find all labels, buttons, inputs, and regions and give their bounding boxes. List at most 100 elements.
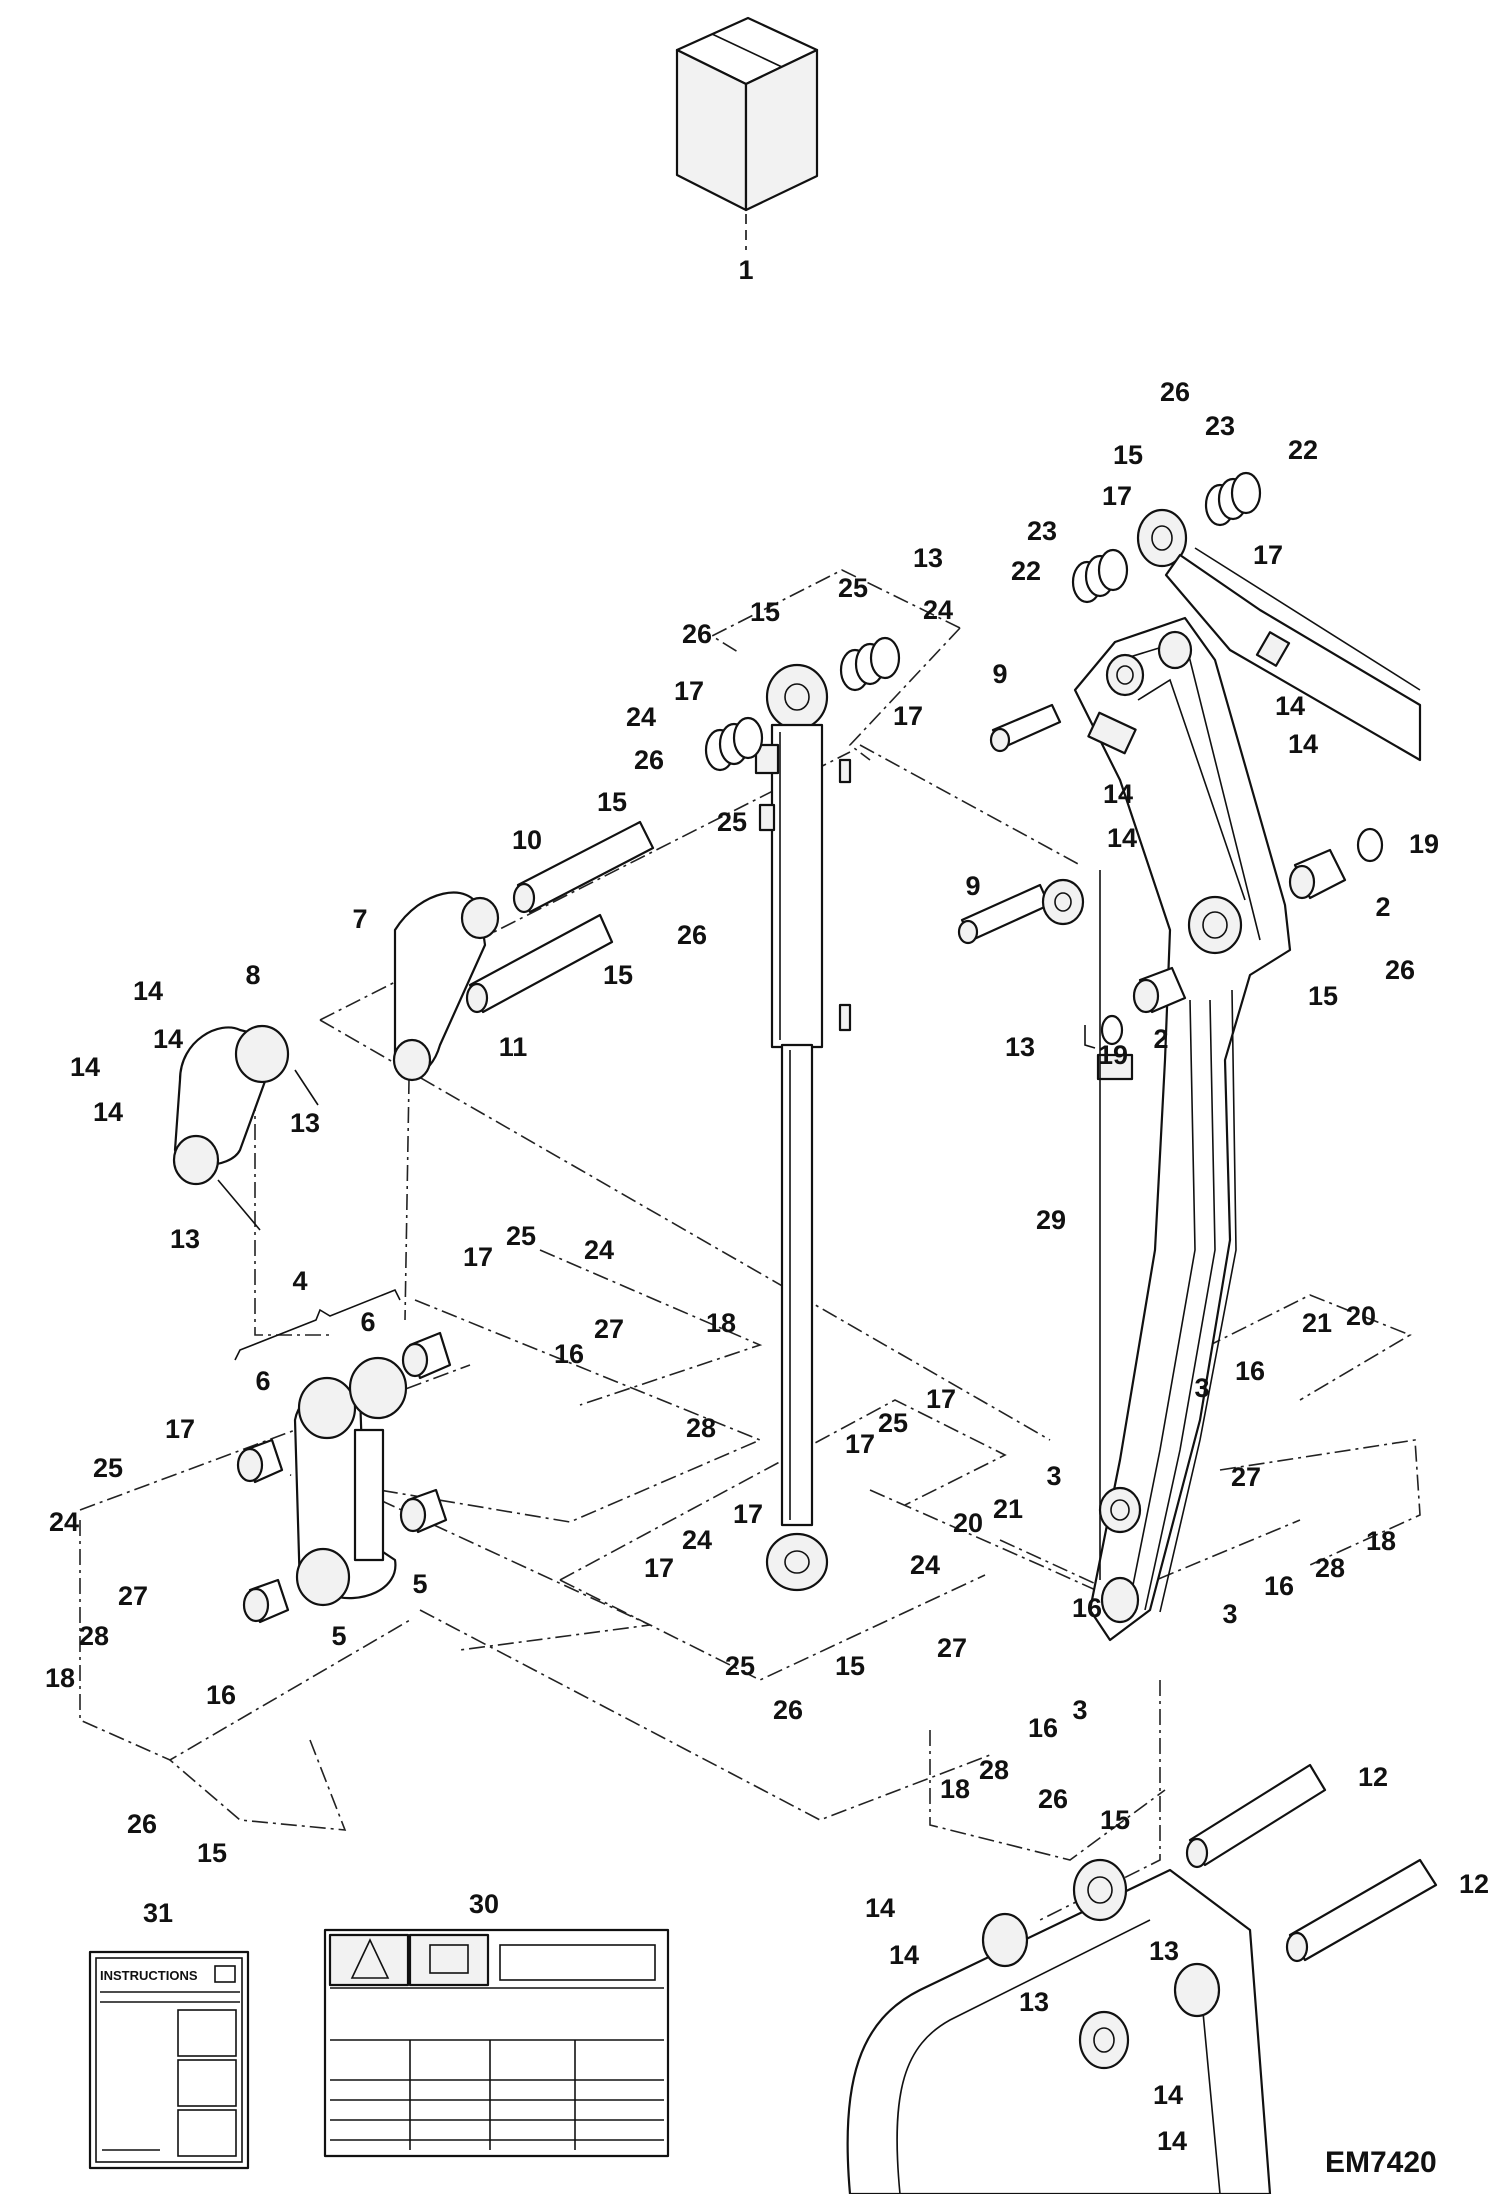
callout-23: 23 (1027, 516, 1057, 546)
callout-17: 17 (733, 1499, 763, 1529)
callout-26: 26 (682, 619, 712, 649)
callout-17: 17 (165, 1414, 195, 1444)
callout-13: 13 (913, 543, 943, 573)
callout-16: 16 (1072, 1593, 1102, 1623)
safety-decal (323, 1928, 670, 2158)
callout-24: 24 (910, 1550, 940, 1580)
callout-14: 14 (1288, 729, 1318, 759)
callout-21: 21 (1302, 1308, 1332, 1338)
callout-25: 25 (717, 807, 747, 837)
callout-5: 5 (331, 1621, 346, 1651)
callout-15: 15 (750, 597, 780, 627)
arm (1073, 616, 1292, 1642)
callout-25: 25 (838, 573, 868, 603)
callout-28: 28 (979, 1755, 1009, 1785)
callout-2: 2 (1375, 892, 1390, 922)
bucket-pins-12 (1185, 1763, 1438, 1963)
callout-3: 3 (1046, 1461, 1061, 1491)
callout-19: 19 (1409, 829, 1439, 859)
callout-15: 15 (835, 1651, 865, 1681)
callout-18: 18 (940, 1774, 970, 1804)
callout-12: 12 (1358, 1762, 1388, 1792)
links-and-pins (172, 820, 655, 1231)
callout-26: 26 (1385, 955, 1415, 985)
callout-8: 8 (245, 960, 260, 990)
callout-17: 17 (463, 1242, 493, 1272)
callout-14: 14 (1157, 2126, 1187, 2156)
callout-14: 14 (133, 976, 163, 1006)
callout-5: 5 (412, 1569, 427, 1599)
callout-14: 14 (153, 1024, 183, 1054)
callout-9: 9 (992, 659, 1007, 689)
callout-16: 16 (1235, 1356, 1265, 1386)
callout-27: 27 (937, 1633, 967, 1663)
callout-16: 16 (554, 1339, 584, 1369)
callout-11: 11 (499, 1032, 528, 1062)
callout-17: 17 (1253, 540, 1283, 570)
callout-6: 6 (360, 1307, 375, 1337)
callout-15: 15 (603, 960, 633, 990)
callout-16: 16 (206, 1680, 236, 1710)
callout-31: 31 (143, 1898, 173, 1928)
callout-3: 3 (1072, 1695, 1087, 1725)
callout-14: 14 (93, 1097, 123, 1127)
callout-17: 17 (845, 1429, 875, 1459)
callout-22: 22 (1288, 435, 1318, 465)
callout-14: 14 (70, 1052, 100, 1082)
callout-14: 14 (1275, 691, 1305, 721)
callout-25: 25 (506, 1221, 536, 1251)
callout-19: 19 (1098, 1040, 1128, 1070)
pins-9 (957, 703, 1085, 945)
bushings-2 (1100, 827, 1384, 1046)
callout-1: 1 (738, 255, 753, 285)
callout-29: 29 (1036, 1205, 1066, 1235)
callout-20: 20 (953, 1508, 983, 1538)
callout-9: 9 (965, 871, 980, 901)
callout-13: 13 (1005, 1032, 1035, 1062)
bucket (846, 1858, 1272, 2194)
callout-17: 17 (644, 1553, 674, 1583)
callout-28: 28 (686, 1413, 716, 1443)
callout-17: 17 (1102, 481, 1132, 511)
callout-27: 27 (1231, 1462, 1261, 1492)
boom-cylinder (1136, 508, 1422, 762)
callout-15: 15 (1308, 981, 1338, 1011)
callout-26: 26 (677, 920, 707, 950)
callout-24: 24 (923, 595, 953, 625)
callout-24: 24 (626, 702, 656, 732)
callout-24: 24 (584, 1235, 614, 1265)
callout-15: 15 (1113, 440, 1143, 470)
callout-26: 26 (1160, 377, 1190, 407)
callout-15: 15 (197, 1838, 227, 1868)
callout-14: 14 (1103, 779, 1133, 809)
callout-24: 24 (682, 1525, 712, 1555)
washer-stacks (704, 471, 1262, 772)
callout-25: 25 (93, 1453, 123, 1483)
callout-26: 26 (634, 745, 664, 775)
link-assembly-4 (234, 1288, 452, 1624)
callout-20: 20 (1346, 1301, 1376, 1331)
bucket-cylinder (754, 663, 852, 1592)
callout-30: 30 (469, 1889, 499, 1919)
callout-17: 17 (926, 1384, 956, 1414)
callout-2: 2 (1153, 1024, 1168, 1054)
callout-18: 18 (45, 1663, 75, 1693)
callout-13: 13 (170, 1224, 200, 1254)
callout-7: 7 (352, 904, 367, 934)
callout-13: 13 (1019, 1987, 1049, 2017)
callout-12: 12 (1459, 1869, 1489, 1899)
callout-16: 16 (1264, 1571, 1294, 1601)
callout-28: 28 (1315, 1553, 1345, 1583)
callout-16: 16 (1028, 1713, 1058, 1743)
callout-13: 13 (1149, 1936, 1179, 1966)
callout-4: 4 (292, 1266, 307, 1296)
callout-26: 26 (1038, 1784, 1068, 1814)
figure-code: EM7420 (1325, 2146, 1437, 2179)
callout-21: 21 (993, 1494, 1023, 1524)
callout-23: 23 (1205, 411, 1235, 441)
callout-6: 6 (255, 1366, 270, 1396)
callout-24: 24 (49, 1507, 79, 1537)
callout-26: 26 (127, 1809, 157, 1839)
